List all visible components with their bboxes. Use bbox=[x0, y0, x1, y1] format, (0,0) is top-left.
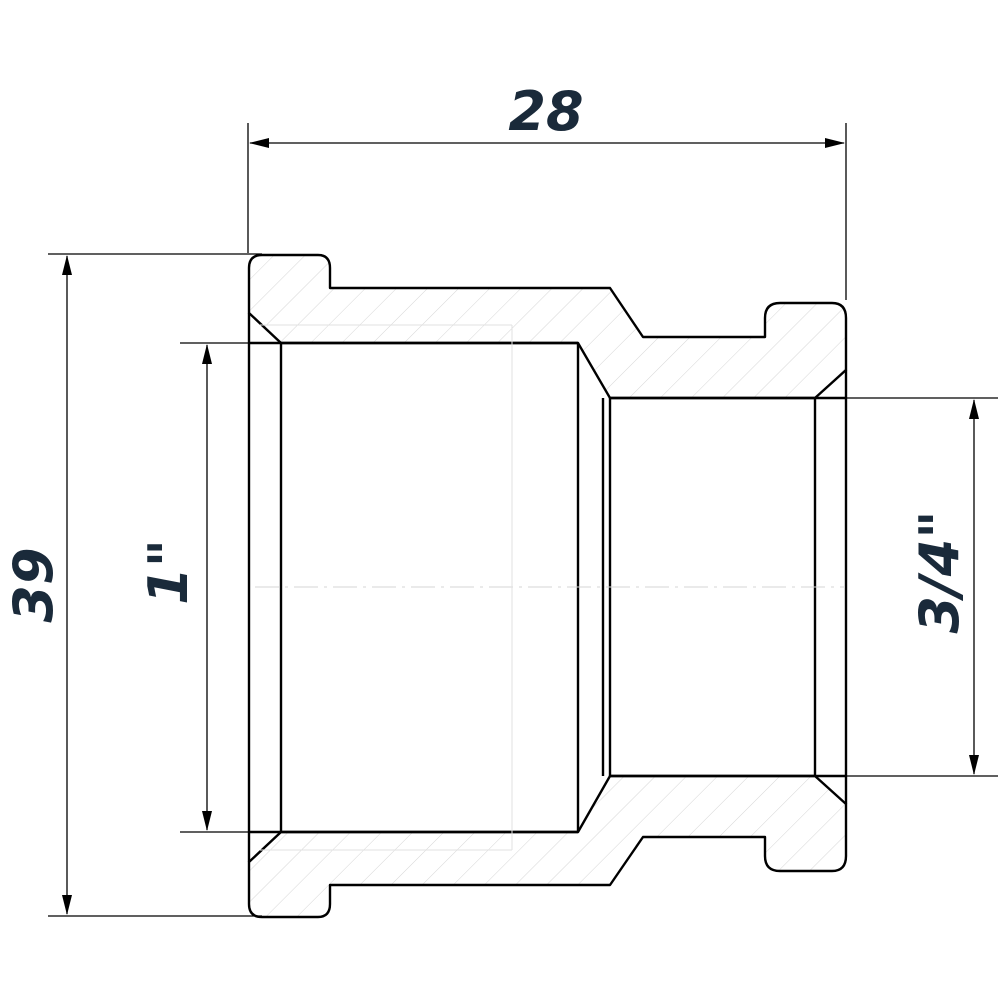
dimension-labels: 28 39 1" 3/4" bbox=[2, 80, 971, 634]
length-label: 28 bbox=[508, 80, 583, 143]
dimension-lines bbox=[62, 138, 979, 915]
construction-lines bbox=[255, 324, 845, 851]
diameter-label: 39 bbox=[2, 547, 65, 622]
large-thread-label: 1" bbox=[137, 539, 200, 605]
lower-wall-section bbox=[247, 774, 848, 919]
extension-lines bbox=[48, 123, 998, 917]
small-thread-label: 3/4" bbox=[908, 510, 971, 633]
section-walls bbox=[247, 253, 848, 919]
upper-wall-section bbox=[247, 253, 848, 400]
